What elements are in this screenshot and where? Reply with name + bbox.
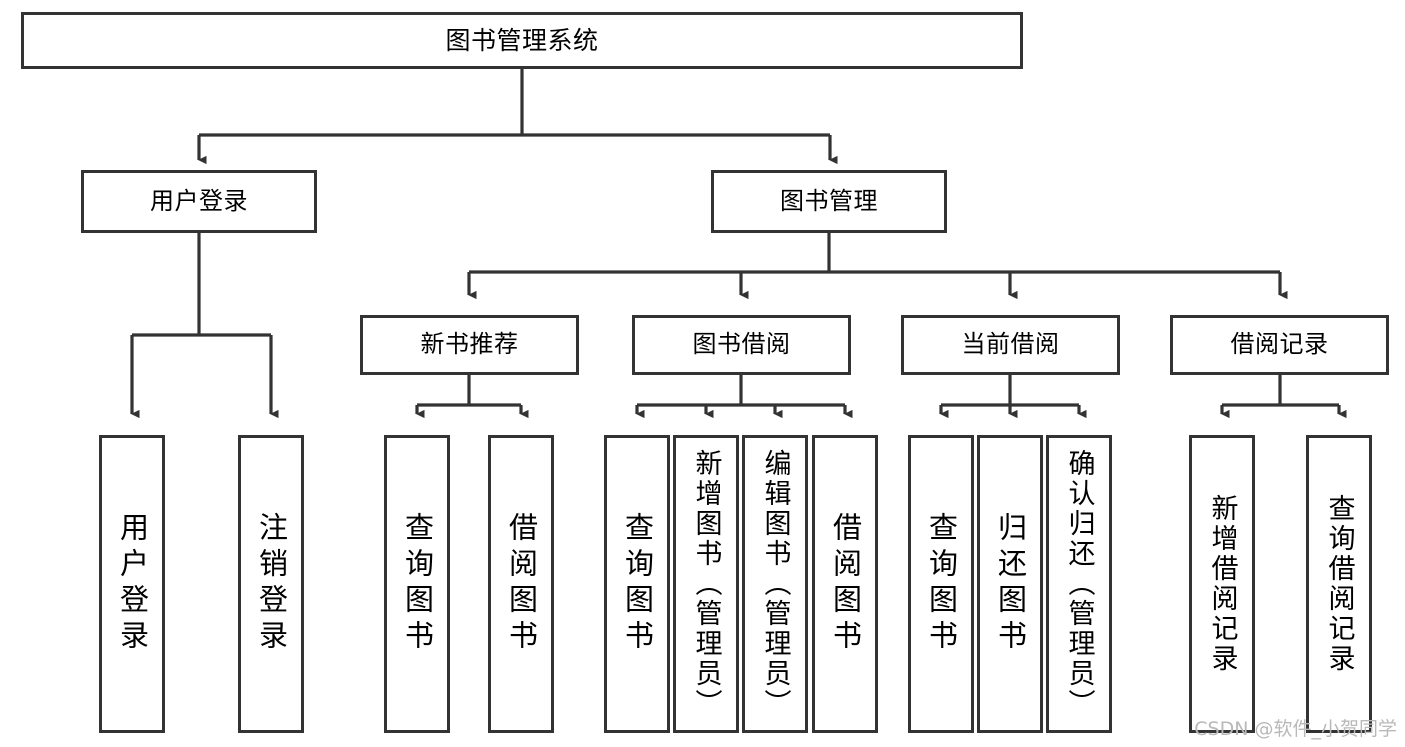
node-root[interactable]: 图书管理系统 [21, 12, 1023, 69]
leaf-borrow-query-book[interactable]: 查询图书 [604, 435, 670, 733]
leaf-records-query-record-label: 查询借阅记录 [1323, 494, 1355, 674]
leaf-borrow-add-book-admin[interactable]: 新增图书（管理员） [673, 435, 739, 733]
leaf-recommend-query-book-label: 查询图书 [400, 512, 435, 656]
leaf-records-add-record[interactable]: 新增借阅记录 [1189, 435, 1255, 733]
leaf-borrow-add-book-admin-label: 新增图书（管理员） [690, 449, 722, 719]
leaf-current-query-book[interactable]: 查询图书 [908, 435, 974, 733]
node-borrow-records-label: 借阅记录 [1230, 330, 1329, 359]
node-borrow-records[interactable]: 借阅记录 [1170, 315, 1389, 375]
node-book-borrow[interactable]: 图书借阅 [632, 315, 851, 375]
leaf-user-logout[interactable]: 注销登录 [238, 435, 304, 733]
leaf-user-login[interactable]: 用户登录 [99, 435, 165, 733]
watermark: CSDN @软件_小贺同学 [1194, 718, 1397, 740]
leaf-current-confirm-return-admin-label: 确认归还（管理员） [1063, 449, 1095, 719]
leaf-user-logout-label: 注销登录 [254, 512, 289, 656]
leaf-borrow-borrow-book[interactable]: 借阅图书 [812, 435, 878, 733]
leaf-current-return-book[interactable]: 归还图书 [977, 435, 1043, 733]
leaf-user-login-label: 用户登录 [115, 512, 150, 656]
leaf-records-add-record-label: 新增借阅记录 [1206, 494, 1238, 674]
node-new-book-recommend[interactable]: 新书推荐 [360, 315, 579, 375]
leaf-recommend-query-book[interactable]: 查询图书 [384, 435, 450, 733]
node-current-borrow-label: 当前借阅 [961, 330, 1060, 359]
leaf-current-query-book-label: 查询图书 [924, 512, 959, 656]
node-root-label: 图书管理系统 [445, 26, 599, 55]
leaf-borrow-edit-book-admin-label: 编辑图书（管理员） [759, 449, 791, 719]
node-new-book-recommend-label: 新书推荐 [420, 330, 519, 359]
node-current-borrow[interactable]: 当前借阅 [901, 315, 1120, 375]
leaf-current-confirm-return-admin[interactable]: 确认归还（管理员） [1046, 435, 1112, 733]
node-user-login-label: 用户登录 [150, 186, 248, 215]
node-user-login[interactable]: 用户登录 [81, 170, 317, 233]
leaf-records-query-record[interactable]: 查询借阅记录 [1306, 435, 1372, 733]
leaf-recommend-borrow-book[interactable]: 借阅图书 [488, 435, 554, 733]
node-book-management[interactable]: 图书管理 [711, 170, 947, 233]
leaf-recommend-borrow-book-label: 借阅图书 [504, 512, 539, 656]
leaf-current-return-book-label: 归还图书 [993, 512, 1028, 656]
leaf-borrow-query-book-label: 查询图书 [620, 512, 655, 656]
node-book-borrow-label: 图书借阅 [692, 330, 791, 359]
leaf-borrow-edit-book-admin[interactable]: 编辑图书（管理员） [742, 435, 808, 733]
leaf-borrow-borrow-book-label: 借阅图书 [828, 512, 863, 656]
node-book-management-label: 图书管理 [780, 186, 878, 215]
